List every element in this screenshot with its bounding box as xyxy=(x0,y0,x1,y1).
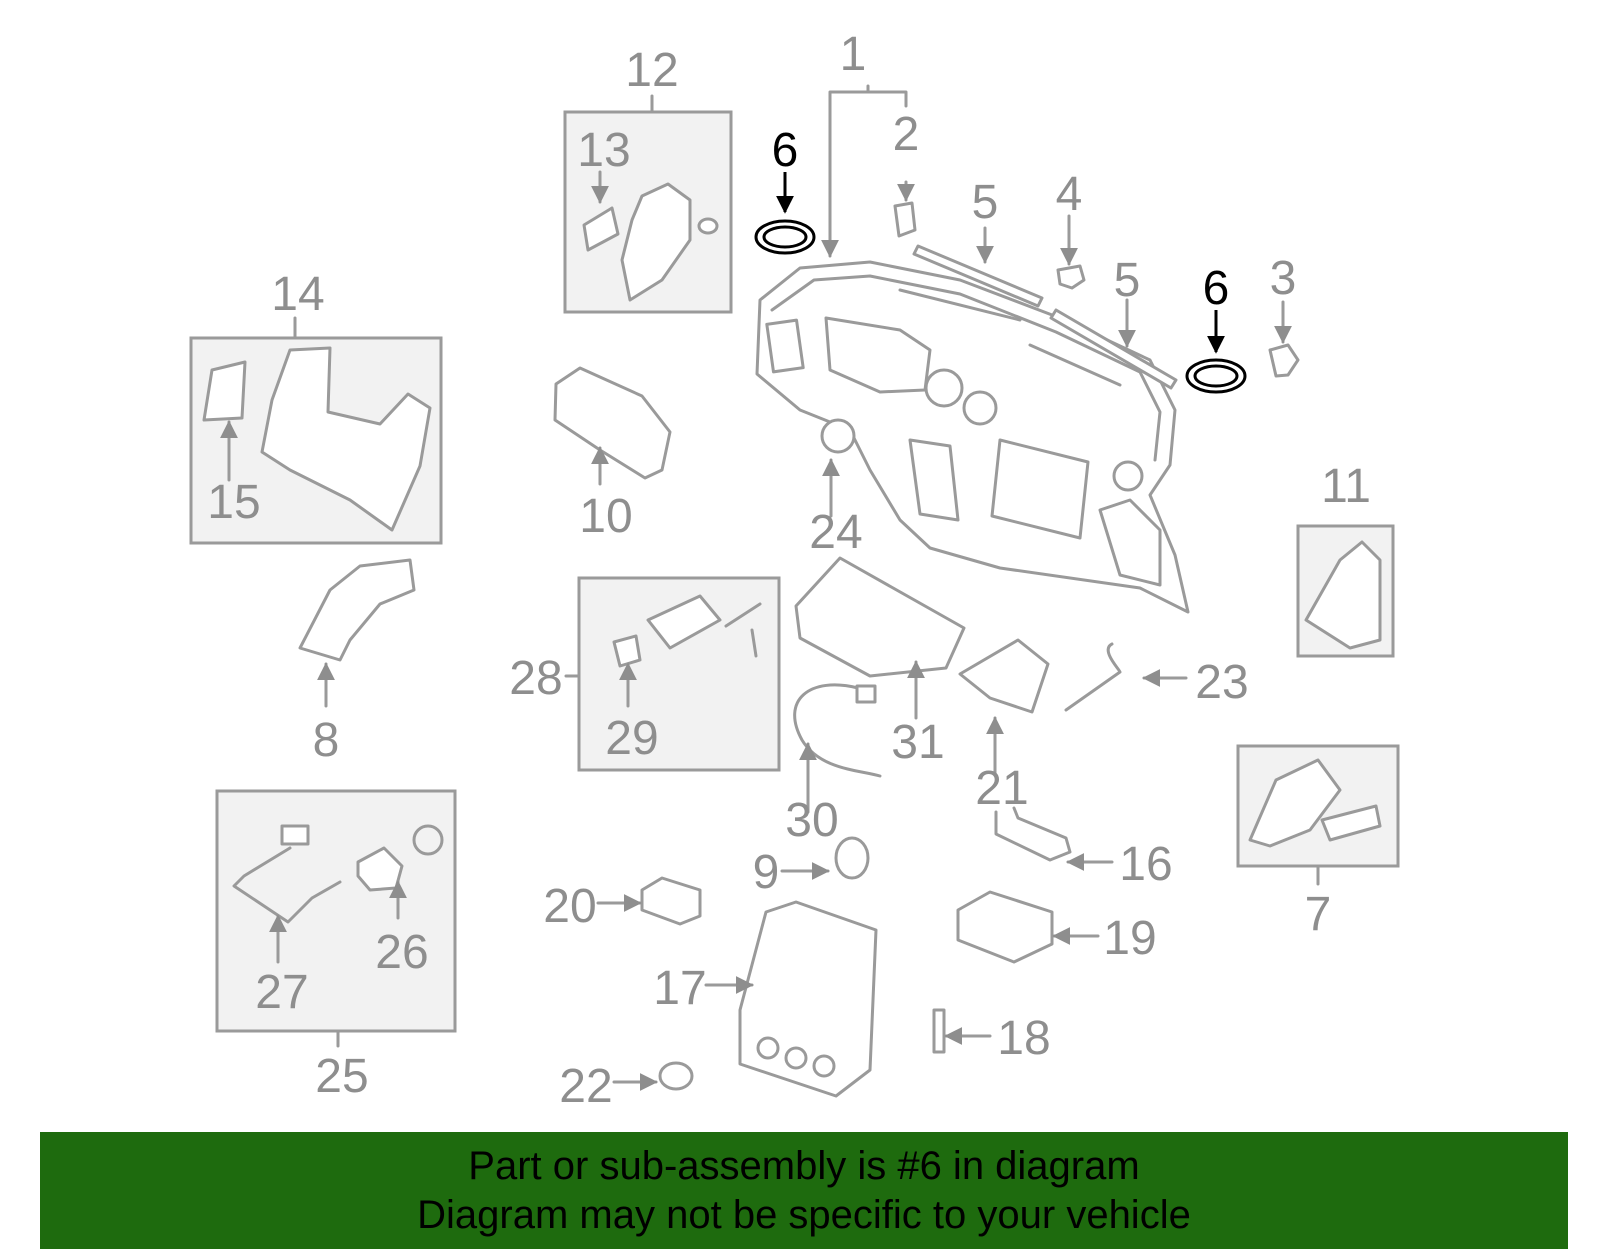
trim-part-11 xyxy=(1304,540,1382,650)
callout-6b: 6 xyxy=(1203,262,1230,315)
connector-part-27 xyxy=(280,824,310,846)
callout-14: 14 xyxy=(271,268,324,321)
callout-24: 24 xyxy=(809,506,862,559)
callout-5a: 5 xyxy=(972,176,999,229)
knob-part-24 xyxy=(820,418,856,454)
harness-part-27 xyxy=(232,846,342,924)
knob-part-17c xyxy=(812,1054,836,1078)
callout-27: 27 xyxy=(255,966,308,1019)
callout-1: 1 xyxy=(840,28,867,81)
clip-part-2 xyxy=(893,201,917,238)
part-13 xyxy=(582,206,620,252)
box-25 xyxy=(215,789,457,1033)
callout-13: 13 xyxy=(577,124,630,177)
strip-part-5b xyxy=(1049,308,1178,390)
strip-part-5a xyxy=(912,244,1044,308)
duct-part-7 xyxy=(1248,758,1342,848)
lock-part-28 xyxy=(646,594,722,650)
callout-30: 30 xyxy=(785,794,838,847)
banner-line-2: Diagram may not be specific to your vehi… xyxy=(417,1192,1191,1237)
callout-19: 19 xyxy=(1103,912,1156,965)
switch-part-8 xyxy=(298,558,416,662)
callout-25: 25 xyxy=(315,1050,368,1103)
bulb-part-22 xyxy=(658,1061,694,1091)
grommet-part-6b-inner xyxy=(1193,364,1239,388)
knob-part-17a xyxy=(756,1036,780,1060)
grommet-part-9 xyxy=(834,836,870,880)
callout-5b: 5 xyxy=(1114,254,1141,307)
callout-31: 31 xyxy=(891,716,944,769)
callout-7: 7 xyxy=(1305,888,1332,941)
banner-line-1: Part or sub-assembly is #6 in diagram xyxy=(468,1143,1140,1188)
callout-12: 12 xyxy=(625,44,678,97)
ring-part-25 xyxy=(412,824,444,856)
callout-2: 2 xyxy=(893,108,920,161)
trim-part-12 xyxy=(620,182,692,302)
callout-15: 15 xyxy=(207,476,260,529)
callout-21: 21 xyxy=(975,762,1028,815)
grommet-part-6a xyxy=(754,219,816,255)
callout-10: 10 xyxy=(579,490,632,543)
callout-29: 29 xyxy=(605,712,658,765)
callout-3: 3 xyxy=(1270,252,1297,305)
part-15 xyxy=(202,360,247,422)
callout-4: 4 xyxy=(1056,168,1083,221)
grommet-part-6a-inner xyxy=(762,225,808,249)
switch-part-20 xyxy=(640,876,702,926)
center-panel-part-17 xyxy=(738,900,878,1098)
key-part-28 xyxy=(724,602,762,658)
clip-part-3 xyxy=(1268,343,1300,378)
bezel-part-10 xyxy=(553,366,672,480)
callout-18: 18 xyxy=(997,1012,1050,1065)
callout-22: 22 xyxy=(559,1060,612,1113)
callout-11: 11 xyxy=(1321,460,1371,513)
box-part-19 xyxy=(956,890,1054,964)
callout-8: 8 xyxy=(313,714,340,767)
callout-23: 23 xyxy=(1195,656,1248,709)
callout-16: 16 xyxy=(1119,838,1172,891)
leader-lines xyxy=(220,84,1320,1091)
knee-panel-part-14 xyxy=(260,346,432,532)
cylinder-part-29 xyxy=(612,634,642,668)
knob-part-12 xyxy=(697,217,719,235)
callout-9: 9 xyxy=(753,846,780,899)
knob-part-17b xyxy=(784,1046,808,1070)
connector-part-30 xyxy=(855,684,877,704)
duct-part-7b xyxy=(1320,804,1382,842)
airbag-part-31 xyxy=(794,556,966,678)
clip-part-18 xyxy=(932,1008,946,1054)
callout-26: 26 xyxy=(375,926,428,979)
dashboard-part-1 xyxy=(755,260,1190,614)
fastener-part-4 xyxy=(1056,264,1086,290)
notice-banner: Part or sub-assembly is #6 in diagram Di… xyxy=(40,1132,1568,1249)
cable-part-30 xyxy=(793,683,882,778)
callout-6a: 6 xyxy=(772,124,799,177)
callout-17: 17 xyxy=(653,962,706,1015)
callout-28: 28 xyxy=(509,652,562,705)
sensor-part-23 xyxy=(1064,642,1122,712)
grommet-part-6b xyxy=(1185,358,1247,394)
cover-part-21 xyxy=(958,638,1050,714)
bracket-part-16 xyxy=(994,806,1072,862)
callout-20: 20 xyxy=(543,880,596,933)
